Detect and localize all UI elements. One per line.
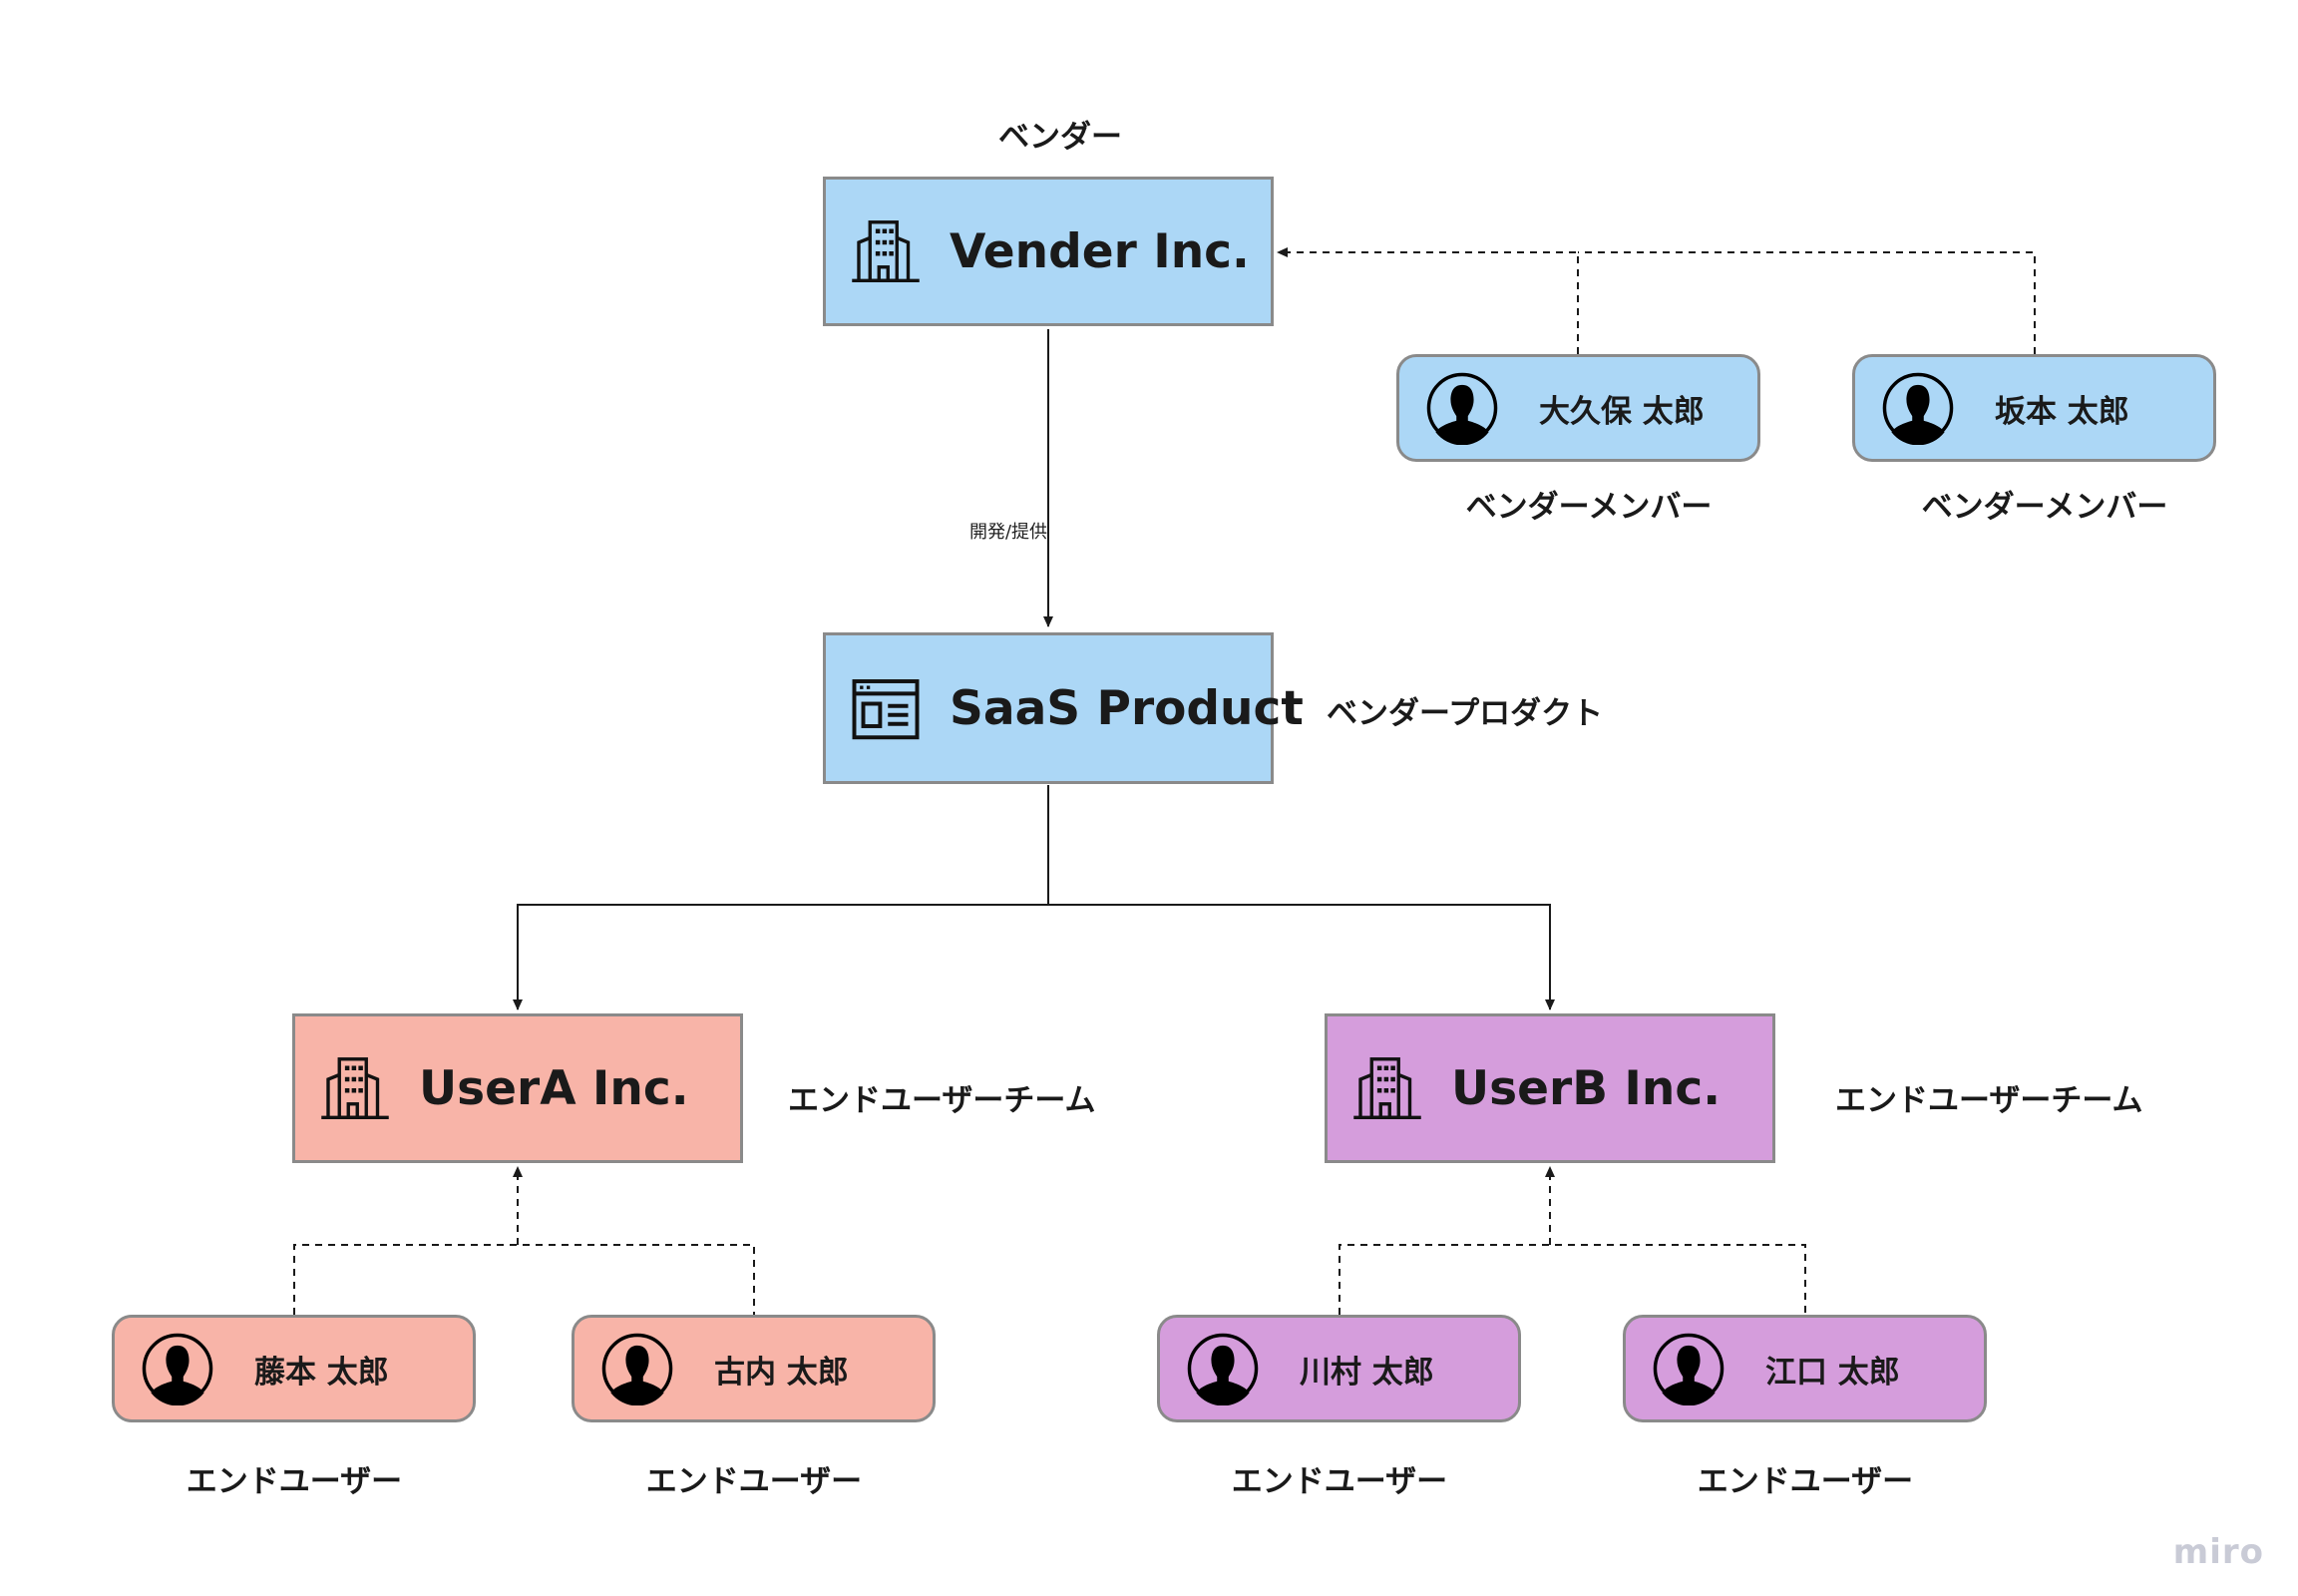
- vendor-member-role: ベンダーメンバー: [1465, 489, 1713, 526]
- product-side-label: ベンダープロダクト: [1327, 695, 1604, 732]
- edge-product-to-usera: [513, 904, 1048, 1010]
- edge-member1-to-vendor: [1277, 247, 1579, 354]
- vendor-group-label: ベンダー: [998, 119, 1122, 156]
- edge-label-develop-provide: 開発/提供: [968, 522, 1048, 543]
- end-user-node[interactable]: 川村 太郎: [1157, 1315, 1521, 1422]
- end-user-node[interactable]: 藤本 太郎: [112, 1315, 476, 1422]
- end-user-node[interactable]: 古内 太郎: [572, 1315, 936, 1422]
- edge-usera-members: [293, 1244, 755, 1315]
- usera-org-node[interactable]: UserA Inc.: [292, 1013, 743, 1163]
- building-icon: [852, 220, 920, 282]
- vendor-member-name: 大久保 太郎: [1539, 393, 1705, 430]
- end-user-role: エンドユーザー: [645, 1463, 863, 1500]
- user-avatar-icon: [1882, 372, 1954, 445]
- end-user-name: 古内 太郎: [714, 1354, 849, 1391]
- building-icon: [1353, 1057, 1421, 1119]
- product-name: SaaS Product: [950, 680, 1304, 736]
- userb-side-label: エンドユーザーチーム: [1835, 1082, 2143, 1119]
- vendor-member-node[interactable]: 坂本 太郎: [1852, 354, 2216, 462]
- vendor-member-role: ベンダーメンバー: [1921, 489, 2168, 526]
- usera-org-name: UserA Inc.: [419, 1060, 689, 1116]
- vendor-member-name: 坂本 太郎: [1995, 393, 2129, 430]
- end-user-role: エンドユーザー: [1231, 1463, 1448, 1500]
- usera-side-label: エンドユーザーチーム: [788, 1082, 1096, 1119]
- end-user-role: エンドユーザー: [1697, 1463, 1914, 1500]
- user-avatar-icon: [1426, 372, 1498, 445]
- end-user-name: 川村 太郎: [1300, 1354, 1434, 1391]
- userb-org-node[interactable]: UserB Inc.: [1325, 1013, 1775, 1163]
- building-icon: [321, 1057, 389, 1119]
- edge-userb-members: [1339, 1244, 1806, 1315]
- user-avatar-icon: [601, 1333, 673, 1405]
- edge-product-to-userb: [1048, 904, 1555, 1010]
- vendor-member-node[interactable]: 大久保 太郎: [1396, 354, 1760, 462]
- edge-member2-to-vendor: [1578, 251, 2036, 354]
- end-user-name: 藤本 太郎: [254, 1354, 389, 1391]
- vendor-org-name: Vender Inc.: [950, 223, 1250, 279]
- end-user-role: エンドユーザー: [186, 1463, 403, 1500]
- end-user-node[interactable]: 江口 太郎: [1623, 1315, 1987, 1422]
- app-window-icon: [852, 679, 920, 740]
- product-node[interactable]: SaaS Product: [823, 632, 1304, 784]
- user-avatar-icon: [1187, 1333, 1259, 1405]
- miro-watermark: miro: [2172, 1532, 2264, 1572]
- userb-org-name: UserB Inc.: [1451, 1060, 1722, 1116]
- end-user-name: 江口 太郎: [1765, 1354, 1900, 1391]
- user-avatar-icon: [142, 1333, 213, 1405]
- vendor-org-node[interactable]: Vender Inc.: [823, 177, 1274, 326]
- user-avatar-icon: [1653, 1333, 1724, 1405]
